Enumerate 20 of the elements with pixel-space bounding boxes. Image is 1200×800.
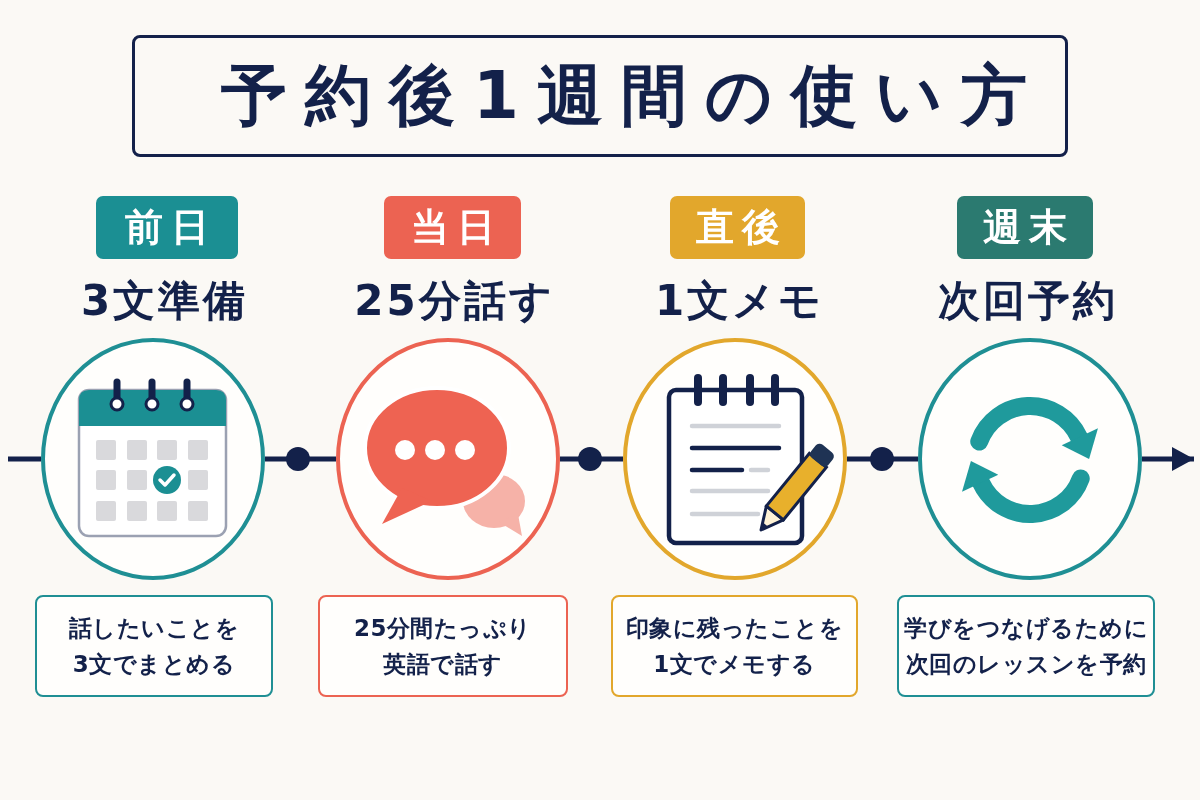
step-tag: 週末 bbox=[957, 196, 1093, 259]
description-card: 印象に残ったことを1文でメモする bbox=[611, 595, 858, 697]
timeline-line bbox=[560, 456, 623, 462]
step-heading: 25分話す bbox=[353, 275, 555, 327]
step-circle bbox=[918, 338, 1142, 580]
step-heading: 3文準備 bbox=[79, 275, 249, 327]
timeline-arrow bbox=[1142, 447, 1194, 471]
step-tag: 当日 bbox=[384, 196, 521, 259]
timeline-line bbox=[8, 456, 41, 462]
description-card: 25分間たっぷり英語で話す bbox=[318, 595, 568, 697]
step-circle bbox=[336, 338, 560, 580]
step-circle bbox=[623, 338, 847, 580]
step-heading: 1文メモ bbox=[653, 275, 825, 327]
step-tag: 直後 bbox=[670, 196, 805, 259]
step-tag: 前日 bbox=[96, 196, 238, 259]
description-card: 学びをつなげるために次回のレッスンを予約 bbox=[897, 595, 1155, 697]
step-circle bbox=[41, 338, 265, 580]
title: 予約後1週間の使い方 bbox=[132, 35, 1068, 157]
description-card: 話したいことを3文でまとめる bbox=[35, 595, 273, 697]
step-heading: 次回予約 bbox=[936, 275, 1118, 327]
